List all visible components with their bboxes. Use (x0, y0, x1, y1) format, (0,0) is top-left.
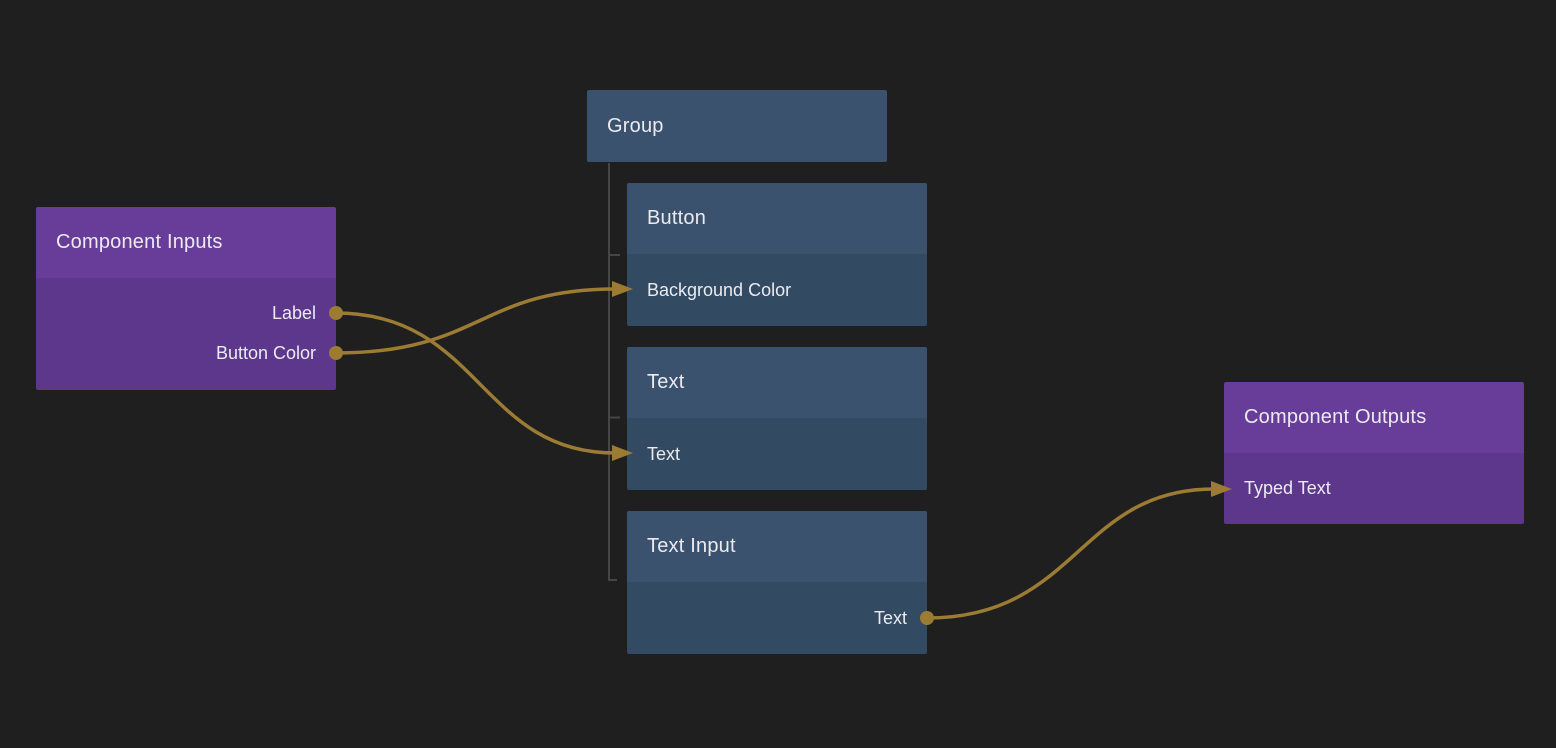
node-title: Component Inputs (56, 231, 223, 253)
port-button-color-output[interactable]: Button Color (36, 333, 336, 373)
node-component-inputs[interactable]: Component Inputs Label Button Color (36, 207, 336, 390)
port-text-output[interactable]: Text (627, 582, 927, 654)
node-text-body: Text (627, 418, 927, 490)
node-button-body: Background Color (627, 254, 927, 326)
node-component-outputs-body: Typed Text (1224, 453, 1524, 524)
port-label-text: Text (873, 607, 907, 628)
node-title: Text (647, 371, 685, 393)
node-button[interactable]: Button Background Color (627, 183, 927, 326)
node-title: Component Outputs (1244, 406, 1427, 428)
node-group[interactable]: Group (587, 90, 887, 162)
node-component-outputs-header[interactable]: Component Outputs (1224, 382, 1524, 453)
port-label-text: Label (271, 302, 316, 323)
wire-text-to-typed-text[interactable] (926, 487, 1215, 620)
port-label-text: Button Color (215, 342, 316, 363)
node-text-input[interactable]: Text Input Text (627, 511, 927, 654)
wire-label-to-text[interactable] (335, 311, 616, 455)
group-tree-line (608, 163, 617, 581)
node-component-inputs-header[interactable]: Component Inputs (36, 207, 336, 278)
node-text[interactable]: Text Text (627, 347, 927, 490)
node-text-input-header[interactable]: Text Input (627, 511, 927, 582)
port-label-text: Text (647, 443, 681, 464)
port-typed-text-input[interactable]: Typed Text (1224, 453, 1524, 524)
node-title: Group (607, 114, 664, 137)
node-title: Button (647, 207, 707, 229)
node-text-header[interactable]: Text (627, 347, 927, 418)
node-component-outputs[interactable]: Component Outputs Typed Text (1224, 382, 1524, 524)
port-label-text: Typed Text (1244, 478, 1331, 498)
node-group-header[interactable]: Group (587, 90, 887, 162)
node-text-input-body: Text (627, 582, 927, 654)
port-label-output[interactable]: Label (36, 293, 336, 333)
port-background-color-input[interactable]: Background Color (627, 254, 927, 326)
node-title: Text Input (647, 535, 736, 557)
node-component-inputs-body: Label Button Color (36, 278, 336, 390)
port-label-text: Background Color (647, 279, 792, 300)
port-text-input[interactable]: Text (627, 418, 927, 490)
node-button-header[interactable]: Button (627, 183, 927, 254)
wire-button-color-to-background-color[interactable] (335, 287, 616, 355)
